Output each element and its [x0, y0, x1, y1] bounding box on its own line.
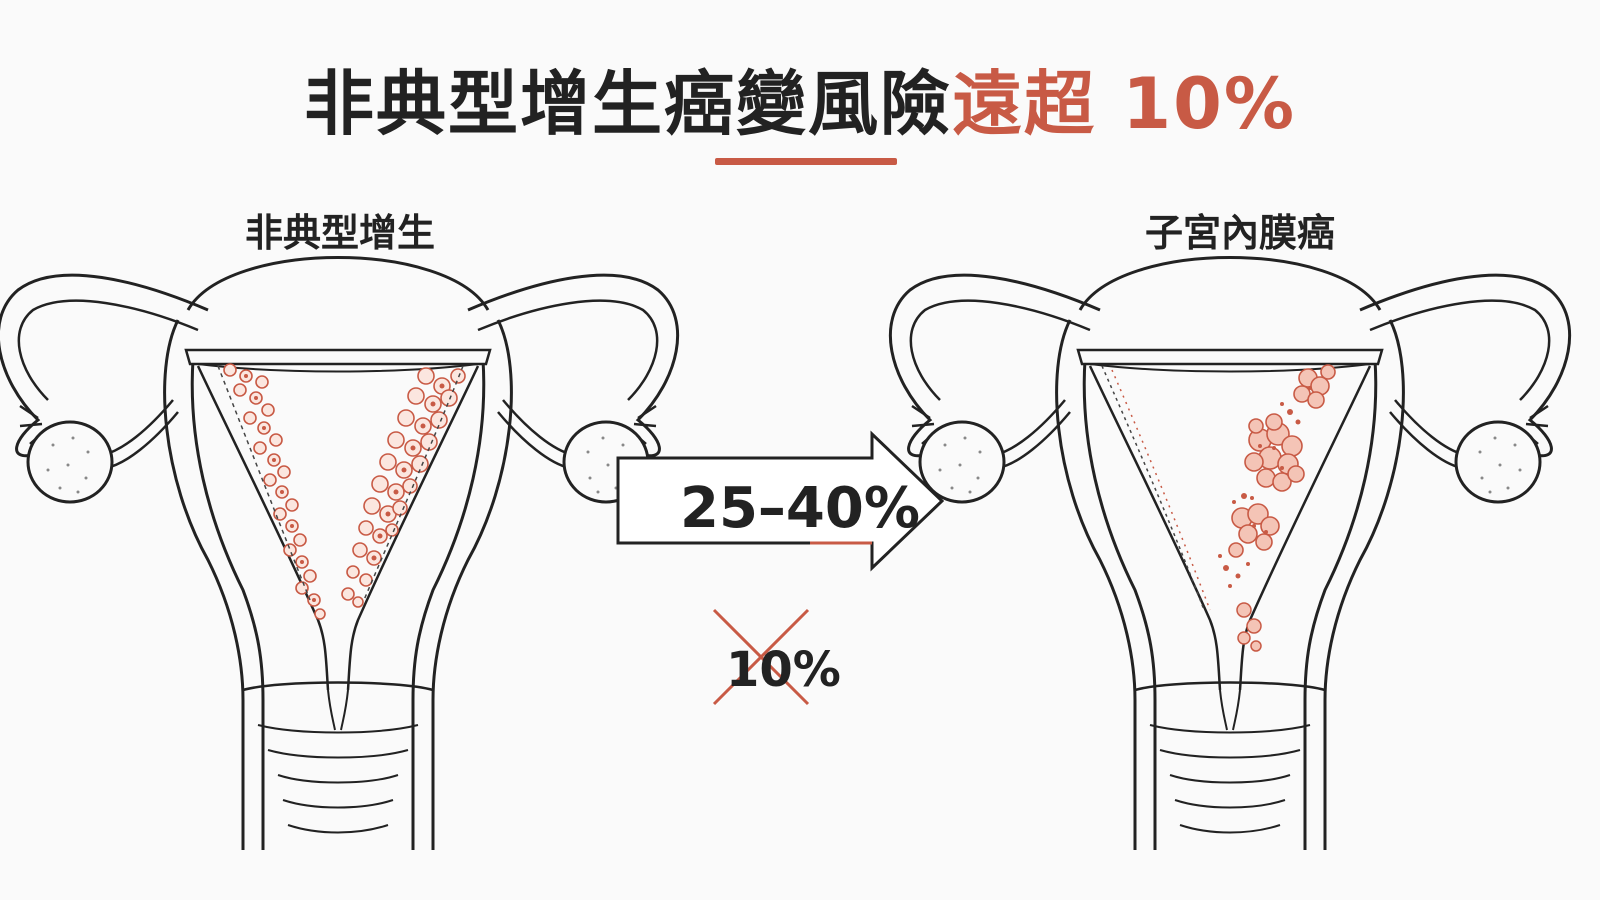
title-underline	[715, 158, 897, 165]
uterus-illustration-right	[888, 256, 1572, 852]
uterus-illustration-left	[0, 256, 680, 852]
label-endometrial-cancer: 子宮內膜癌	[1145, 211, 1336, 255]
tumor-clusters	[1228, 364, 1336, 558]
hyperplasia-cells	[223, 363, 466, 620]
title-highlight: 遠超 10%	[952, 63, 1296, 145]
label-atypical-hyperplasia: 非典型增生	[245, 211, 436, 255]
progression-arrow	[616, 430, 945, 572]
risk-range-value: 25–40%	[680, 476, 920, 541]
page-title: 非典型增生癌變風險遠超 10%	[0, 48, 1600, 149]
outdated-risk-value: 10%	[726, 642, 841, 698]
title-main: 非典型增生癌變風險	[304, 63, 953, 145]
strike-x-icon	[712, 608, 810, 706]
